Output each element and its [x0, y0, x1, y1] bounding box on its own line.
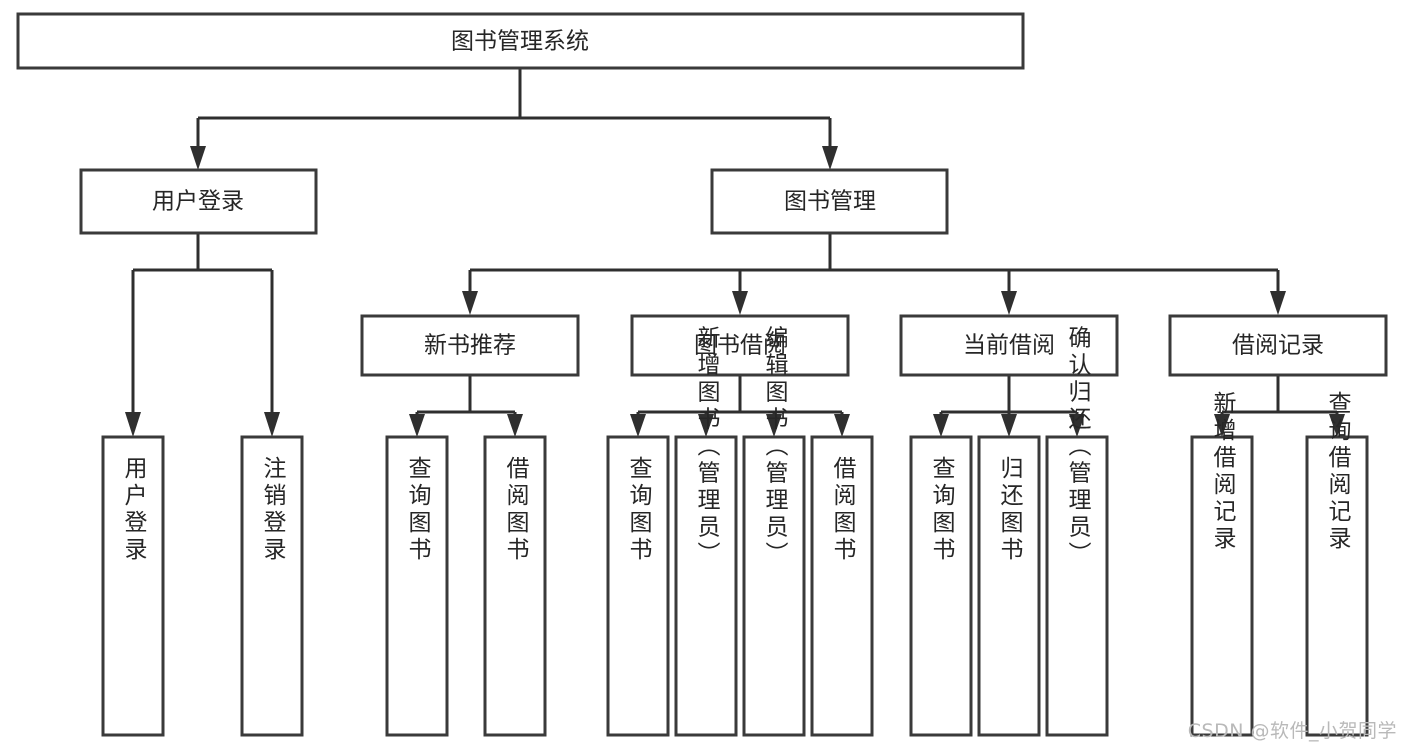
leaf-edit-book-label: 编辑图书（管理员）: [761, 326, 789, 569]
leaf-edit-book-box[interactable]: [742, 435, 806, 737]
leaf-user-login-box[interactable]: [101, 435, 165, 737]
leaf-add-borrow-record-label: 新增借阅记录: [1209, 391, 1237, 553]
leaf-query-book-2-box[interactable]: [606, 435, 670, 737]
node-book-management-box[interactable]: [710, 168, 949, 235]
node-borrow-record-box[interactable]: [1168, 314, 1388, 377]
node-new-book-recommend-label: 新书推荐: [424, 333, 516, 359]
arrow-borrow-record-leaf2: [1329, 414, 1345, 437]
leaf-node-add-book[interactable]: 新增图书（管理员）: [674, 326, 738, 737]
leaf-query-book-1-label: 查询图书: [404, 456, 432, 564]
node-layer: 图书管理系统 用户登录 图书管理 新书推荐 图书借阅 当前借阅 借阅记录: [16, 12, 1388, 737]
leaf-query-borrow-record-box[interactable]: [1305, 435, 1369, 737]
node-current-borrow-label: 当前借阅: [963, 333, 1055, 359]
node-book-management[interactable]: 图书管理: [710, 168, 949, 235]
leaf-borrow-book-2-label: 借阅图书: [829, 456, 857, 564]
node-book-borrow-box[interactable]: [630, 314, 850, 377]
leaf-node-borrow-book-1[interactable]: 借阅图书: [483, 435, 547, 737]
arrow-borrow-record-leaf1: [1214, 414, 1230, 437]
leaf-node-confirm-return[interactable]: 确认归还（管理员）: [1045, 326, 1109, 737]
node-root[interactable]: 图书管理系统: [16, 12, 1025, 70]
leaf-query-borrow-record-label: 查询借阅记录: [1324, 391, 1352, 553]
arrow-user-login-leaf1: [125, 412, 141, 437]
arrow-to-user-login: [190, 146, 206, 170]
node-new-book-recommend-box[interactable]: [360, 314, 580, 377]
leaf-node-edit-book[interactable]: 编辑图书（管理员）: [742, 326, 806, 737]
leaf-logout-login-box[interactable]: [240, 435, 304, 737]
node-book-borrow[interactable]: 图书借阅: [630, 314, 850, 377]
leaf-node-logout-login[interactable]: 注销登录: [240, 435, 304, 737]
leaf-borrow-book-1-box[interactable]: [483, 435, 547, 737]
leaf-query-book-3-label: 查询图书: [928, 456, 956, 564]
node-user-login-box[interactable]: [79, 168, 318, 235]
leaf-borrow-book-2-box[interactable]: [810, 435, 874, 737]
arrow-to-borrow-record: [1270, 291, 1286, 315]
leaf-add-book-box[interactable]: [674, 435, 738, 737]
leaf-query-book-1-box[interactable]: [385, 435, 449, 737]
leaf-logout-login-label: 注销登录: [259, 456, 287, 564]
leaf-node-query-book-3[interactable]: 查询图书: [909, 435, 973, 737]
leaf-node-add-borrow-record[interactable]: 新增借阅记录: [1190, 391, 1254, 737]
leaf-return-book-label: 归还图书: [996, 456, 1024, 564]
leaf-borrow-book-1-label: 借阅图书: [502, 456, 530, 564]
node-book-borrow-label: 图书借阅: [694, 333, 786, 359]
node-borrow-record-label: 借阅记录: [1232, 333, 1324, 359]
arrow-to-new-book: [462, 291, 478, 315]
leaf-node-borrow-book-2[interactable]: 借阅图书: [810, 435, 874, 737]
node-current-borrow[interactable]: 当前借阅: [899, 314, 1119, 377]
node-new-book-recommend[interactable]: 新书推荐: [360, 314, 580, 377]
leaf-node-user-login[interactable]: 用户登录: [101, 435, 165, 737]
edge-layer: [125, 68, 1345, 437]
arrow-current-borrow-leaf1: [933, 414, 949, 437]
arrow-book-borrow-leaf3: [766, 414, 782, 437]
arrow-to-book-management: [822, 146, 838, 170]
leaf-add-borrow-record-box[interactable]: [1190, 435, 1254, 737]
arrow-book-borrow-leaf2: [698, 414, 714, 437]
arrow-new-book-leaf2: [507, 414, 523, 437]
arrow-to-book-borrow: [732, 291, 748, 315]
node-user-login[interactable]: 用户登录: [79, 168, 318, 235]
arrow-new-book-leaf1: [409, 414, 425, 437]
node-user-login-label: 用户登录: [152, 189, 244, 215]
arrow-book-borrow-leaf1: [630, 414, 646, 437]
arrow-user-login-leaf2: [264, 412, 280, 437]
csdn-watermark: CSDN @软件_小贺同学: [1187, 720, 1397, 742]
leaf-return-book-box[interactable]: [977, 435, 1041, 737]
node-root-box[interactable]: [16, 12, 1025, 70]
leaf-user-login-label: 用户登录: [120, 456, 148, 564]
leaf-node-query-book-1[interactable]: 查询图书: [385, 435, 449, 737]
arrow-book-borrow-leaf4: [834, 414, 850, 437]
leaf-node-return-book[interactable]: 归还图书: [977, 435, 1041, 737]
arrow-current-borrow-leaf2: [1001, 414, 1017, 437]
leaf-query-book-3-box[interactable]: [909, 435, 973, 737]
leaf-node-query-book-2[interactable]: 查询图书: [606, 435, 670, 737]
leaf-query-book-2-label: 查询图书: [625, 456, 653, 564]
node-current-borrow-box[interactable]: [899, 314, 1119, 377]
node-book-management-label: 图书管理: [784, 189, 876, 215]
arrow-to-current-borrow: [1001, 291, 1017, 315]
node-borrow-record[interactable]: 借阅记录: [1168, 314, 1388, 377]
leaf-confirm-return-label: 确认归还（管理员）: [1064, 326, 1092, 569]
node-root-label: 图书管理系统: [451, 29, 589, 55]
leaf-confirm-return-box[interactable]: [1045, 435, 1109, 737]
leaf-node-query-borrow-record[interactable]: 查询借阅记录: [1305, 391, 1369, 737]
leaf-add-book-label: 新增图书（管理员）: [693, 326, 721, 569]
arrow-current-borrow-leaf3: [1069, 414, 1085, 437]
